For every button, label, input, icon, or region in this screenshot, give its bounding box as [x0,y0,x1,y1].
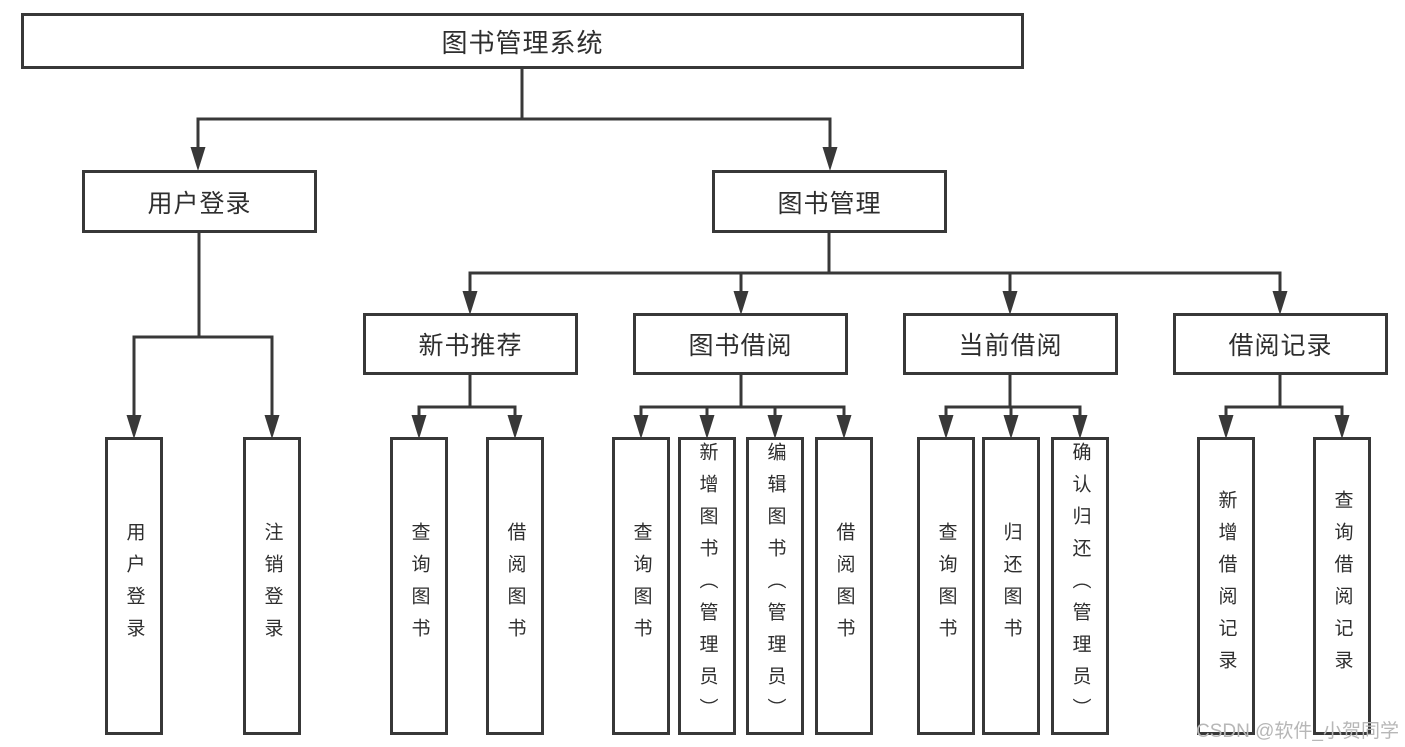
node-label: 图书管理系统 [441,27,604,58]
node-query-borrow-record: 查询借阅记录 [1313,437,1371,735]
watermark-text: CSDN @软件_小贺同学 [1196,721,1399,742]
arrowhead-icon [767,415,783,439]
node-borrow-books-recommend: 借阅图书 [486,437,544,735]
arrowhead-icon [411,415,427,439]
node-label: 确认归还（管理员） [1069,442,1091,730]
arrowhead-icon [1003,415,1019,439]
arrowhead-icon [507,415,523,439]
node-logout: 注销登录 [243,437,301,735]
node-label: 图书借阅 [688,332,793,360]
node-book-borrowing: 图书借阅 [633,313,848,375]
node-return-books: 归还图书 [982,437,1040,735]
node-label: 用户登录 [123,522,145,650]
node-label: 归还图书 [1000,522,1022,650]
node-current-borrowing: 当前借阅 [903,313,1118,375]
node-edit-books-admin: 编辑图书（管理员） [746,437,804,735]
node-label: 借阅记录 [1228,332,1333,360]
arrowhead-icon [1218,415,1234,439]
node-label: 查询借阅记录 [1331,490,1353,682]
arrowhead-icon [699,415,715,439]
node-user-login: 用户登录 [82,170,317,233]
node-query-books-recommend: 查询图书 [390,437,448,735]
node-label: 图书管理 [777,189,882,218]
node-confirm-return-admin: 确认归还（管理员） [1051,437,1109,735]
arrowhead-icon [1334,415,1350,439]
node-label: 查询图书 [630,522,652,650]
node-label: 新书推荐 [418,332,523,360]
arrowhead-icon [633,415,649,439]
node-query-books-current: 查询图书 [917,437,975,735]
node-library-management-system: 图书管理系统 [21,13,1024,69]
node-label: 用户登录 [147,189,252,218]
node-user-login-leaf: 用户登录 [105,437,163,735]
node-label: 查询图书 [408,522,430,650]
arrowhead-icon [822,147,838,171]
node-label: 注销登录 [261,522,283,650]
node-label: 编辑图书（管理员） [764,442,786,730]
arrowhead-icon [462,291,478,315]
arrowhead-icon [733,291,749,315]
arrowhead-icon [938,415,954,439]
node-label: 新增图书（管理员） [696,442,718,730]
arrowhead-icon [836,415,852,439]
node-label: 借阅图书 [833,522,855,650]
node-query-books-borrowing: 查询图书 [612,437,670,735]
node-label: 借阅图书 [504,522,526,650]
arrowhead-icon [1272,291,1288,315]
arrowhead-icon [264,415,280,439]
node-add-borrow-record: 新增借阅记录 [1197,437,1255,735]
node-label: 查询图书 [935,522,957,650]
node-add-books-admin: 新增图书（管理员） [678,437,736,735]
node-book-management: 图书管理 [712,170,947,233]
node-label: 当前借阅 [958,332,1063,360]
node-label: 新增借阅记录 [1215,490,1237,682]
arrowhead-icon [1072,415,1088,439]
node-borrowing-records: 借阅记录 [1173,313,1388,375]
arrowhead-icon [190,147,206,171]
node-borrow-books: 借阅图书 [815,437,873,735]
arrowhead-icon [1002,291,1018,315]
arrowhead-icon [126,415,142,439]
node-new-book-recommendation: 新书推荐 [363,313,578,375]
